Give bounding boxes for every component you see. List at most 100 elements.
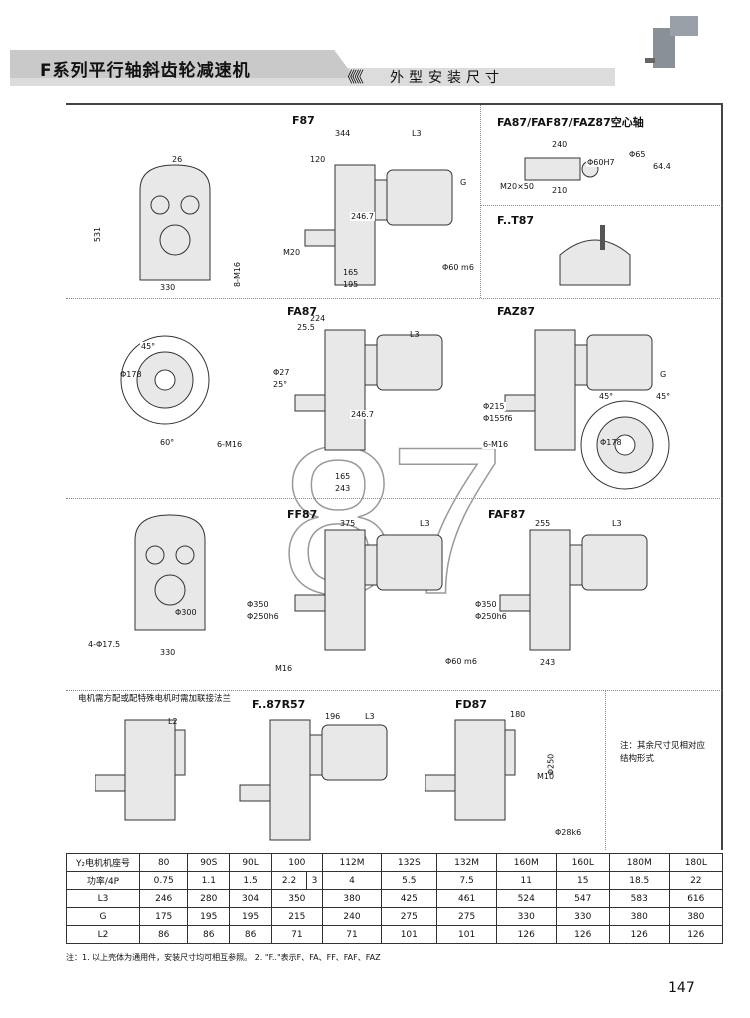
header-band-dark xyxy=(10,50,355,78)
dim-label: 240 xyxy=(552,140,568,149)
divider xyxy=(605,690,606,850)
table-cell: 112M xyxy=(321,853,383,872)
dim-label: 375 xyxy=(340,519,356,528)
table-cell: 3 xyxy=(306,871,323,890)
table-cell: 18.5 xyxy=(608,871,670,890)
dim-label: Φ178 xyxy=(600,438,622,447)
dim-label: Φ350 xyxy=(474,600,498,609)
dim-label: L3 xyxy=(365,712,375,721)
table-cell: 71 xyxy=(270,925,323,944)
gearbox-drawing xyxy=(294,529,443,651)
dim-label: M20 xyxy=(283,248,301,257)
dim-label: Φ28k6 xyxy=(555,828,582,837)
table-cell: 22 xyxy=(668,871,724,890)
gearbox-drawing xyxy=(95,719,186,821)
table-cell: 350 xyxy=(270,889,323,908)
table-cell: 175 xyxy=(138,907,189,926)
remark-note: 注：其余尺寸见相对应结构形式 xyxy=(620,741,706,764)
table-cell: 4 xyxy=(321,871,383,890)
dim-label: G xyxy=(660,370,667,379)
table-cell: 0.75 xyxy=(138,871,189,890)
table-cell: 461 xyxy=(436,889,497,908)
dim-label: 330 xyxy=(160,648,176,657)
dim-label: 26 xyxy=(172,155,183,164)
dim-label: Φ60H7 xyxy=(586,158,616,167)
dim-label: Φ65 xyxy=(628,150,647,159)
gearbox-drawing xyxy=(294,329,443,451)
table-cell: 240 xyxy=(321,907,383,926)
dim-label: G xyxy=(460,178,467,187)
dim-label: Φ350 xyxy=(246,600,270,609)
table-cell: 101 xyxy=(436,925,497,944)
table-cell: L3 xyxy=(66,889,140,908)
dim-label: Φ250h6 xyxy=(474,612,508,621)
divider xyxy=(66,298,722,299)
table-cell: 195 xyxy=(187,907,231,926)
dim-label: 196 xyxy=(325,712,341,721)
dim-label: Φ250h6 xyxy=(246,612,280,621)
dim-label: 243 xyxy=(335,484,351,493)
table-cell: 330 xyxy=(495,907,557,926)
divider xyxy=(480,205,722,206)
dim-label: 165 xyxy=(335,472,351,481)
panel-title-fd87: FD87 xyxy=(455,698,487,711)
gearbox-drawing xyxy=(120,335,210,425)
table-cell: 7.5 xyxy=(436,871,497,890)
dim-label: Φ178 xyxy=(120,370,142,379)
table-cell: 160M xyxy=(495,853,557,872)
gearbox-drawing xyxy=(559,225,631,286)
panel-title-ft87: F..T87 xyxy=(497,214,535,227)
table-cell: 126 xyxy=(555,925,610,944)
dim-label: 6-M16 xyxy=(216,440,244,449)
panel-title-hollow: FA87/FAF87/FAZ87空心轴 xyxy=(497,116,644,129)
chevron-icon: 《《《 xyxy=(340,68,364,86)
page-number: 147 xyxy=(668,980,695,996)
dim-label: Φ300 xyxy=(175,608,197,617)
table-cell: 15 xyxy=(555,871,610,890)
table-cell: 86 xyxy=(187,925,231,944)
table-cell: 126 xyxy=(495,925,557,944)
table-cell: 215 xyxy=(270,907,323,926)
dim-label: 60° xyxy=(160,438,175,447)
table-cell: G xyxy=(66,907,140,926)
table-cell: 86 xyxy=(138,925,189,944)
dim-label: 180 xyxy=(510,710,526,719)
table-cell: 2.2 xyxy=(270,871,308,890)
table-cell: 100 xyxy=(270,853,323,872)
dim-label: L3 xyxy=(412,129,422,138)
table-cell: 246 xyxy=(138,889,189,908)
page-subtitle: 外型安装尺寸 xyxy=(390,70,504,86)
gearbox-drawing xyxy=(504,329,653,451)
table-cell: 280 xyxy=(187,889,231,908)
dim-label: Φ27 xyxy=(272,368,291,377)
table-cell: 180M xyxy=(608,853,670,872)
table-cell: 132S xyxy=(381,853,438,872)
panel-title-ff87: FF87 xyxy=(287,508,318,521)
table-cell: 80 xyxy=(138,853,189,872)
dim-label: 330 xyxy=(160,283,176,292)
dim-label: L3 xyxy=(612,519,622,528)
dim-label: 195 xyxy=(343,280,359,289)
table-cell: 547 xyxy=(555,889,610,908)
dim-label: L3 xyxy=(410,330,420,339)
table-cell: 11 xyxy=(495,871,557,890)
dim-label: 4-Φ17.5 xyxy=(88,640,121,649)
table-cell: 1.1 xyxy=(187,871,231,890)
dim-label: Φ60 m6 xyxy=(442,263,474,272)
table-cell: 304 xyxy=(229,889,272,908)
dim-label: Φ155f6 xyxy=(482,414,514,423)
page-title: F系列平行轴斜齿轮减速机 xyxy=(40,61,251,81)
panel-title-f87: F87 xyxy=(292,114,315,127)
dim-label: 246.7 xyxy=(350,212,375,221)
table-cell: 132M xyxy=(436,853,497,872)
gearbox-drawing xyxy=(425,719,516,821)
table-cell: 330 xyxy=(555,907,610,926)
dim-label: M10 xyxy=(537,772,555,781)
table-cell: 180L xyxy=(668,853,724,872)
dim-label: M16 xyxy=(275,664,293,673)
panel-title-faz87: FAZ87 xyxy=(497,305,536,318)
